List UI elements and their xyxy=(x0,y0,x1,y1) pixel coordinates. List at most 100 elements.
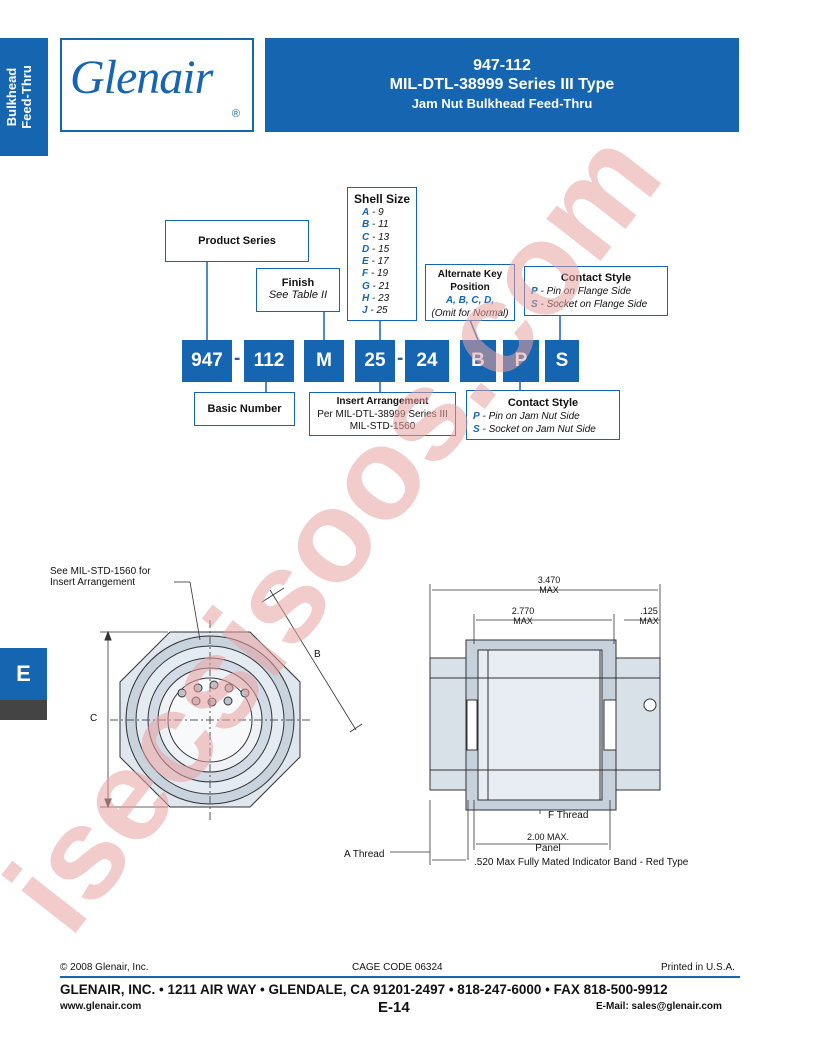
contact-style-flange-box: Contact Style P - Pin on Flange Side S -… xyxy=(524,266,668,316)
shell-value: 21 xyxy=(378,280,390,292)
contact-style-top-title: Contact Style xyxy=(560,272,632,284)
dim2-unit: MAX xyxy=(513,616,533,626)
pn-basic-number: 112 xyxy=(244,340,294,382)
shell-code: G xyxy=(362,280,370,292)
front-view-drawing xyxy=(100,581,363,820)
contact-bottom-p-text: Pin on Jam Nut Side xyxy=(488,411,580,422)
part-number-title: 947-112 xyxy=(473,57,531,74)
pn-dash-1: - xyxy=(234,348,241,369)
contact-bottom-s-code: S xyxy=(473,424,480,435)
shell-value: 19 xyxy=(377,268,389,280)
contact-top-s-text: Socket on Flange Side xyxy=(546,299,648,310)
shell-code: H xyxy=(362,293,370,305)
shell-value: 11 xyxy=(378,219,389,231)
dim1-unit: MAX xyxy=(539,585,559,595)
dim-flange-thickness: .125 MAX xyxy=(634,606,664,626)
see-note-line2: Insert Arrangement xyxy=(50,577,136,588)
section-e-tab-shadow xyxy=(0,700,47,720)
insert-arrangement-note: See MIL-STD-1560 for Insert Arrangement xyxy=(50,566,151,588)
logo-registered-mark: ® xyxy=(231,108,240,120)
shell-code: C xyxy=(362,231,370,243)
shell-code: F xyxy=(362,268,369,280)
pn-product-series: 947 xyxy=(182,340,232,382)
cage-code: CAGE CODE 06324 xyxy=(352,962,443,973)
insert-title: Insert Arrangement xyxy=(336,396,429,407)
shell-value: 17 xyxy=(377,256,389,268)
alt-key-codes: A, B, C, D, xyxy=(445,295,495,306)
insert-arrangement-box: Insert Arrangement Per MIL-DTL-38999 Ser… xyxy=(309,392,456,436)
side-view-drawing xyxy=(390,584,661,865)
contact-style-bottom-title: Contact Style xyxy=(507,397,579,409)
product-subtitle: Jam Nut Bulkhead Feed-Thru xyxy=(411,96,593,111)
contact-top-s-code: S xyxy=(531,299,538,310)
dim-b-label: B xyxy=(314,649,321,660)
dim3-unit: MAX xyxy=(639,616,659,626)
shell-value: 9 xyxy=(378,207,384,218)
dim2-value: 2.770 xyxy=(511,606,535,616)
copyright: © 2008 Glenair, Inc. xyxy=(60,962,149,973)
printed-in: Printed in U.S.A. xyxy=(661,962,735,973)
shell-size-item: F - 19 xyxy=(362,268,389,280)
f-thread-label: F Thread xyxy=(548,810,589,821)
series-title: MIL-DTL-38999 Series III Type xyxy=(389,76,615,93)
email-link[interactable]: E-Mail: sales@glenair.com xyxy=(596,1001,722,1012)
section-e-tab: E xyxy=(0,648,47,700)
shell-value: 25 xyxy=(376,305,388,317)
shell-size-item: E - 17 xyxy=(362,256,389,268)
product-series-box: Product Series xyxy=(165,220,309,262)
pn-contact-flange: S xyxy=(545,340,579,382)
shell-size-title: Shell Size xyxy=(353,192,411,206)
finish-subtitle: See Table II xyxy=(268,289,328,301)
insert-line2: Per MIL-DTL-38999 Series III xyxy=(317,408,448,420)
technical-drawing xyxy=(100,581,661,865)
pn-contact-jam-nut: P xyxy=(503,340,539,382)
see-note-line1: See MIL-STD-1560 for xyxy=(50,566,151,577)
shell-code: E xyxy=(362,256,369,268)
indicator-band-note: .520 Max Fully Mated Indicator Band - Re… xyxy=(474,857,689,868)
alternate-key-box: Alternate Key Position A, B, C, D, (Omit… xyxy=(425,264,515,321)
alt-key-line2: Position xyxy=(450,282,490,293)
contact-style-jam-nut-box: Contact Style P - Pin on Jam Nut Side S … xyxy=(466,390,620,440)
finish-title: Finish xyxy=(281,277,315,289)
shell-size-item: C - 13 xyxy=(362,231,390,243)
shell-value: 13 xyxy=(378,231,390,243)
dim-body-length: 2.770 MAX xyxy=(508,606,538,626)
company-address: GLENAIR, INC. • 1211 AIR WAY • GLENDALE,… xyxy=(60,982,668,997)
dim3-value: .125 xyxy=(640,606,658,616)
dim1-value: 3.470 xyxy=(537,575,561,585)
dim-c-label: C xyxy=(90,713,98,724)
pn-finish: M xyxy=(304,340,344,382)
glenair-logo: Glenair ® xyxy=(60,38,254,132)
basic-number-label: Basic Number xyxy=(207,403,282,415)
contact-bottom-s-text: Socket on Jam Nut Side xyxy=(488,424,596,435)
shell-size-item: G - 21 xyxy=(362,280,390,292)
panel-value: 2.00 MAX. xyxy=(526,832,570,842)
shell-value: 23 xyxy=(378,293,390,305)
footer-rule xyxy=(60,976,740,978)
page-number: E-14 xyxy=(378,999,410,1016)
contact-top-p-code: P xyxy=(531,286,538,297)
shell-value: 15 xyxy=(378,243,390,255)
alt-key-note: (Omit for Normal) xyxy=(431,308,509,319)
alt-key-line1: Alternate Key xyxy=(437,269,503,280)
logo-text: Glenair xyxy=(70,51,213,104)
shell-code: D xyxy=(362,243,370,255)
panel-dimension: 2.00 MAX. Panel xyxy=(520,832,576,854)
shell-size-item: B - 11 xyxy=(362,219,389,231)
pn-dash-2: - xyxy=(397,348,404,369)
shell-code: J xyxy=(362,305,368,317)
shell-size-item: H - 23 xyxy=(362,293,390,305)
a-thread-label: A Thread xyxy=(344,849,385,860)
basic-number-box: Basic Number xyxy=(194,392,295,426)
side-section-tab: Bulkhead Feed-Thru xyxy=(0,38,48,156)
shell-size-item: D - 15 xyxy=(362,243,390,255)
contact-bottom-p-code: P xyxy=(473,411,480,422)
pn-insert-arrangement: 24 xyxy=(405,340,449,382)
finish-box: Finish See Table II xyxy=(256,268,340,312)
pn-shell-size: 25 xyxy=(355,340,395,382)
website-link[interactable]: www.glenair.com xyxy=(60,1001,142,1012)
contact-top-p-text: Pin on Flange Side xyxy=(546,286,632,297)
shell-size-item: A - 9 xyxy=(362,207,384,218)
